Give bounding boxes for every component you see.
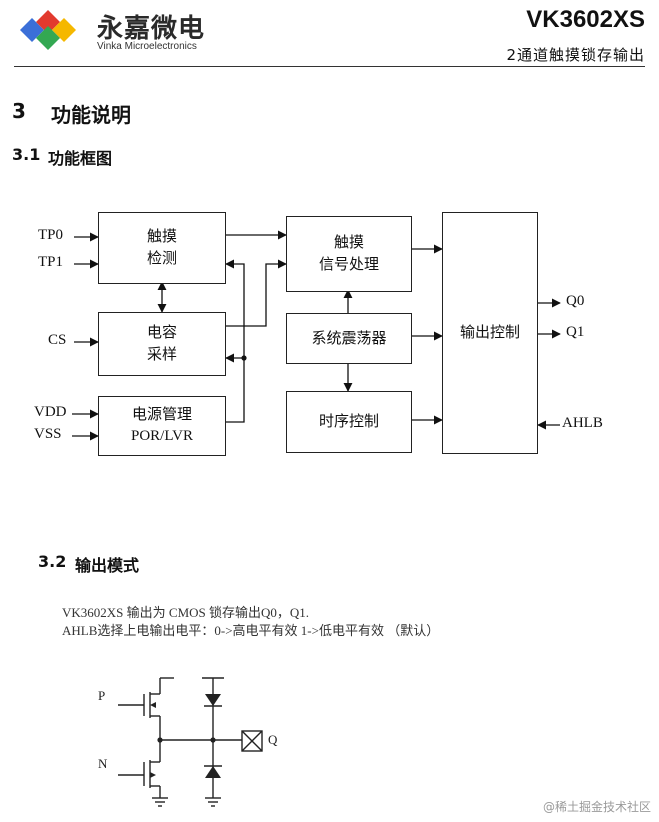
- block-label: 时序控制: [318, 412, 379, 431]
- block-diagram-wires: [72, 230, 561, 441]
- touch-detect-block: 触摸 检测: [98, 212, 226, 284]
- cap-sample-block: 电容 采样: [98, 312, 226, 376]
- output-control-block: 输出控制: [442, 212, 538, 454]
- output-pin-label: Q: [268, 732, 278, 747]
- subsection-number: 3.2: [38, 552, 67, 571]
- section-title: 功能说明: [51, 103, 131, 127]
- block-diagram: 触摸 检测 电容 采样 电源管理 POR/LVR 触摸 信号处理 系统震荡器 时…: [0, 180, 659, 480]
- signal-label-q0: Q0: [566, 293, 585, 309]
- company-logo-icon: [20, 10, 76, 50]
- company-name: 永嘉微电: [97, 14, 206, 44]
- block-label: 系统震荡器: [311, 328, 387, 347]
- block-label: 信号处理: [318, 255, 379, 273]
- doc-model-number: VK3602XS: [526, 6, 645, 33]
- block-label: POR/LVR: [131, 428, 193, 444]
- signal-label-vdd: VDD: [34, 404, 67, 420]
- nmos-label: N: [98, 756, 108, 771]
- ahlb-description: AHLB选择上电输出电平：0->高电平有效 1->低电平有效 （默认）: [62, 623, 440, 638]
- block-label: 触摸: [146, 227, 177, 246]
- block-label: 输出控制: [459, 323, 520, 342]
- doc-subtitle: 2通道触摸锁存输出: [506, 46, 645, 64]
- block-label: 电容: [146, 323, 177, 342]
- power-management-block: 电源管理 POR/LVR: [98, 396, 226, 456]
- signal-label-vss: VSS: [34, 426, 62, 442]
- output-circuit: P N Q: [80, 668, 310, 812]
- signal-label-ahlb: AHLB: [562, 415, 603, 431]
- output-description: VK3602XS 输出为 CMOS 锁存输出Q0，Q1.: [62, 605, 310, 620]
- subsection-title: 功能框图: [48, 149, 113, 168]
- signal-label-cs: CS: [48, 332, 67, 348]
- block-label: 检测: [146, 249, 177, 267]
- signal-label-q1: Q1: [566, 324, 585, 340]
- subsection-title: 输出模式: [75, 556, 140, 575]
- pmos-label: P: [98, 688, 106, 703]
- touch-signal-block: 触摸 信号处理: [286, 216, 412, 292]
- signal-label-tp1: TP1: [38, 254, 64, 270]
- block-label: 触摸: [333, 233, 364, 252]
- watermark: @稀土掘金技术社区: [542, 800, 651, 814]
- cmos-output-schematic: [118, 677, 263, 807]
- header-divider: [14, 66, 645, 67]
- timing-control-block: 时序控制: [286, 391, 412, 453]
- section-number: 3: [12, 99, 26, 123]
- block-label: 采样: [146, 345, 177, 363]
- block-label: 电源管理: [131, 405, 192, 424]
- signal-label-tp0: TP0: [38, 227, 64, 243]
- company-subname: Vinka Microelectronics: [97, 41, 197, 52]
- subsection-number: 3.1: [12, 145, 41, 164]
- oscillator-block: 系统震荡器: [286, 313, 412, 364]
